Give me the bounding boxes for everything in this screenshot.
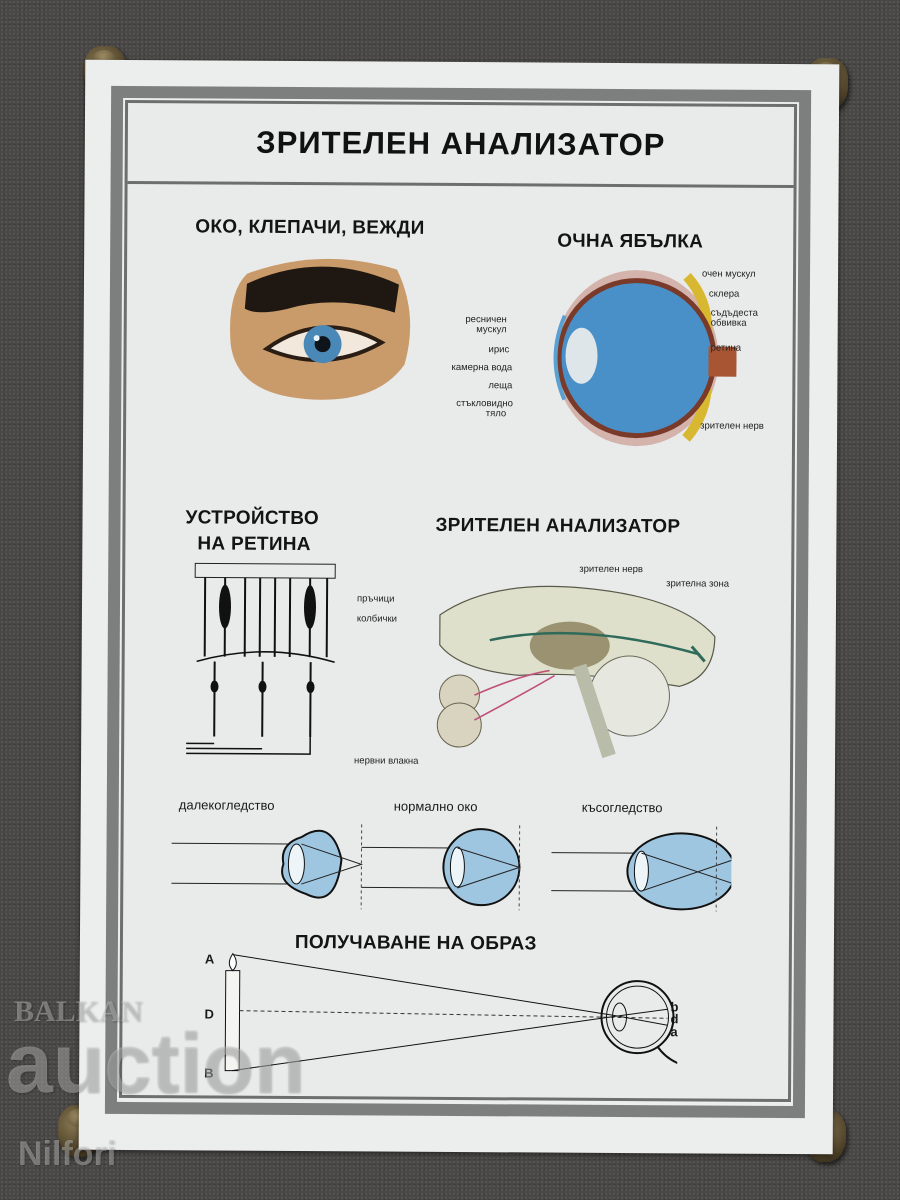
label-nerve-fibers: нервни влакна bbox=[354, 755, 419, 767]
normal-eye bbox=[361, 825, 522, 911]
eye-illustration bbox=[230, 258, 411, 400]
label-ciliary-muscle: ресничен мускул bbox=[465, 314, 507, 336]
poster-inner-frame: ЗРИТЕЛЕН АНАЛИЗАТОР ОКО, КЛЕПАЧИ, ВЕЖДИ … bbox=[118, 99, 798, 1103]
heading-visual-analyzer: ЗРИТЕЛЕН АНАЛИЗАТОР bbox=[435, 514, 681, 538]
watermark-balkan: BALKAN bbox=[14, 995, 143, 1028]
label-vitreous-body: стъкловидно тяло bbox=[456, 397, 513, 420]
heading-eyeball: ОЧНА ЯБЪЛКА bbox=[557, 230, 704, 253]
label-cones: колбички bbox=[356, 613, 398, 625]
farsighted-eye bbox=[171, 824, 364, 910]
label-optic-nerve: зрителен нерв bbox=[700, 420, 764, 432]
image-formation-diagram bbox=[224, 952, 678, 1072]
label-nearsightedness: късогледство bbox=[581, 799, 663, 816]
vision-types-diagrams bbox=[171, 824, 732, 912]
label-visual-zone: зрителна зона bbox=[666, 578, 730, 590]
label-eye-muscle: очен мускул bbox=[702, 268, 756, 280]
watermark-auction: auction bbox=[6, 1016, 305, 1110]
heading-eye-lids-brows: ОКО, КЛЕПАЧИ, ВЕЖДИ bbox=[195, 216, 425, 239]
label-brain-optic-nerve: зрителен нерв bbox=[579, 563, 643, 576]
label-rods: пръчици bbox=[357, 593, 395, 605]
watermark-nilfori: Nilfori bbox=[18, 1135, 117, 1173]
poster-title: ЗРИТЕЛЕН АНАЛИЗАТОР bbox=[256, 124, 666, 163]
label-aqueous-humor: камерна вода bbox=[451, 361, 513, 374]
label-normal-eye: нормално око bbox=[393, 798, 478, 815]
eyeball-cross-section bbox=[553, 270, 737, 447]
anatomy-poster: ЗРИТЕЛЕН АНАЛИЗАТОР ОКО, КЛЕПАЧИ, ВЕЖДИ … bbox=[78, 59, 840, 1155]
label-lens: леща bbox=[488, 380, 513, 392]
title-bar: ЗРИТЕЛЕН АНАЛИЗАТОР bbox=[127, 102, 795, 189]
retina-structure-diagram bbox=[186, 562, 336, 755]
heading-retina-line1: УСТРОЙСТВО bbox=[185, 507, 320, 530]
label-sclera: склера bbox=[708, 288, 740, 300]
label-retina: ретина bbox=[710, 342, 742, 354]
brain-visual-pathway bbox=[436, 585, 716, 759]
point-label-A: A bbox=[204, 951, 215, 967]
heading-retina-line2: НА РЕТИНА bbox=[197, 533, 311, 556]
label-iris: ирис bbox=[488, 344, 510, 356]
label-choroid: съдъдеста обвивка bbox=[710, 307, 758, 329]
nearsighted-eye bbox=[551, 826, 732, 912]
label-farsightedness: далекогледство bbox=[178, 797, 275, 813]
